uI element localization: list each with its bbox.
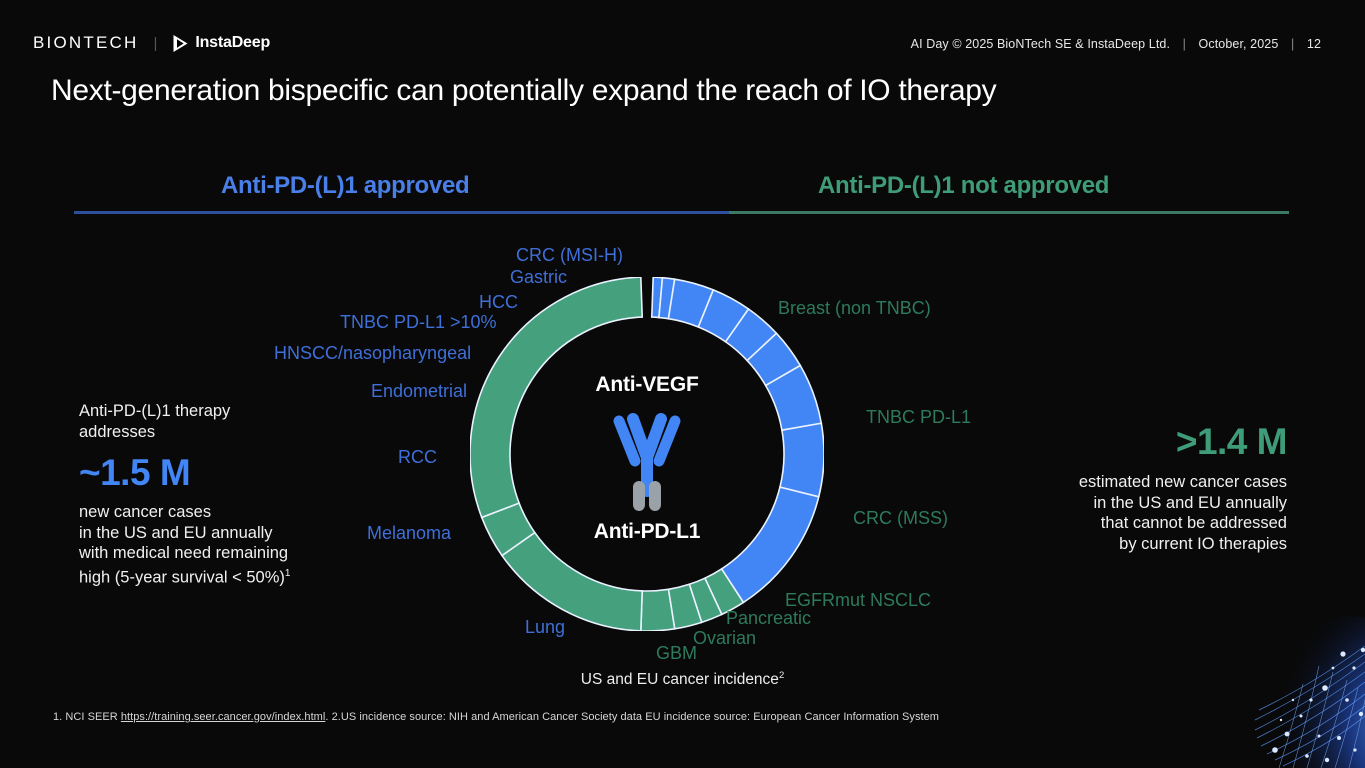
donut-label-hnscc-nasopharyngeal: HNSCC/nasopharyngeal	[274, 343, 472, 363]
donut-label-hcc: HCC	[479, 292, 518, 312]
header-event: AI Day © 2025 BioNTech SE & InstaDeep Lt…	[910, 37, 1171, 51]
donut-segment	[640, 588, 676, 631]
column-heading-not-approved: Anti-PD-(L)1 not approved	[818, 172, 1110, 199]
stat-left-value: ~1.5 M	[79, 452, 191, 493]
donut-label-endometrial: Endometrial	[371, 381, 468, 401]
instadeep-logo: InstaDeep	[172, 34, 270, 53]
header-sep-1: |	[1182, 37, 1186, 51]
stat-left-body-4: high (5-year survival < 50%)1	[79, 564, 329, 588]
page-title: Next-generation bispecific can potential…	[51, 74, 997, 107]
donut-segment	[720, 486, 820, 604]
logo-group: BIONTECH | InstaDeep	[33, 33, 270, 53]
donut-label-gbm: GBM	[656, 643, 698, 663]
header-page-number: 12	[1306, 37, 1321, 51]
donut-label-pancreatic: Pancreatic	[726, 608, 812, 628]
donut-label-tnbc-pd-l1-over10: TNBC PD-L1 >10%	[340, 312, 497, 332]
header-meta: AI Day © 2025 BioNTech SE & InstaDeep Lt…	[911, 37, 1321, 51]
stat-left-body-4-text: high (5-year survival < 50%)	[79, 568, 285, 586]
instadeep-wordmark: InstaDeep	[195, 34, 271, 51]
slide-header: BIONTECH | InstaDeep AI Day © 2025 BioNT…	[0, 0, 1365, 70]
donut-label-rcc: RCC	[398, 447, 437, 467]
antibody-icon	[613, 413, 681, 511]
chart-caption: US and EU cancer incidence2	[0, 670, 1365, 689]
stat-left-footnote-marker: 1	[284, 567, 291, 579]
donut-label-ovarian: Ovarian	[693, 628, 757, 648]
footnote-link[interactable]: https://training.seer.cancer.gov/index.h…	[120, 711, 326, 723]
header-sep-2: |	[1290, 37, 1295, 51]
biontech-logo: BIONTECH	[33, 33, 139, 52]
stat-block-approved: Anti-PD-(L)1 therapy addresses ~1.5 M ne…	[79, 401, 329, 588]
donut-label-tnbc-pd-l1: TNBC PD-L1	[866, 407, 972, 427]
donut-label-breast-non-tnbc: Breast (non TNBC)	[778, 298, 931, 318]
stat-right-body-2: in the US and EU annually	[1093, 493, 1287, 512]
donut-label-crc-mss: CRC (MSS)	[853, 508, 948, 528]
stat-left-body-1: new cancer cases	[79, 503, 212, 521]
donut-label-gastric: Gastric	[510, 267, 568, 287]
donut-label-melanoma: Melanoma	[367, 523, 452, 543]
donut-label-lung: Lung	[525, 617, 566, 637]
stat-left-lead-2: addresses	[79, 422, 156, 441]
center-label-anti-pd-l1: Anti-PD-L1	[593, 520, 701, 543]
footnote: 1. NCI SEER https://training.seer.cancer…	[53, 711, 939, 723]
stat-left-body-3: with medical need remaining	[79, 544, 289, 562]
stat-right-body-3: that cannot be addressed	[1100, 514, 1287, 532]
chart-caption-footnote-marker: 2	[778, 670, 785, 681]
header-date: October, 2025	[1198, 37, 1279, 51]
logo-divider: |	[153, 34, 158, 52]
stat-right-value: >1.4 M	[1175, 421, 1288, 462]
donut-segment	[500, 531, 644, 631]
chart-caption-text: US and EU cancer incidence	[580, 671, 779, 689]
donut-segment	[470, 277, 644, 519]
donut-label-crc-msi-h: CRC (MSI-H)	[516, 245, 623, 265]
stat-block-not-approved: >1.4 M estimated new cancer cases in the…	[1041, 418, 1288, 554]
donut-label-egfrmut-nsclc: EGFRmut NSCLC	[785, 590, 932, 610]
divider-rule-right	[729, 211, 1289, 214]
donut-segment	[778, 422, 824, 498]
donut-segment-group	[470, 277, 824, 631]
incidence-donut-chart: Anti-VEGF Anti-PD-L1	[470, 277, 824, 631]
footnote-pre: 1. NCI SEER	[53, 711, 121, 723]
column-heading-approved: Anti-PD-(L)1 approved	[221, 172, 470, 199]
stat-right-body-4: by current IO therapies	[1119, 534, 1287, 553]
stat-left-body-2: in the US and EU annually	[79, 523, 273, 542]
footnote-post: . 2.US incidence source: NIH and America…	[325, 711, 939, 723]
divider-rule-left	[74, 211, 729, 214]
stat-left-lead-1: Anti-PD-(L)1 therapy	[79, 402, 231, 420]
center-label-anti-vegf: Anti-VEGF	[595, 373, 699, 396]
stat-right-body-1: estimated new cancer cases	[1078, 473, 1287, 491]
instadeep-play-icon	[173, 34, 188, 52]
donut-svg	[470, 277, 824, 631]
